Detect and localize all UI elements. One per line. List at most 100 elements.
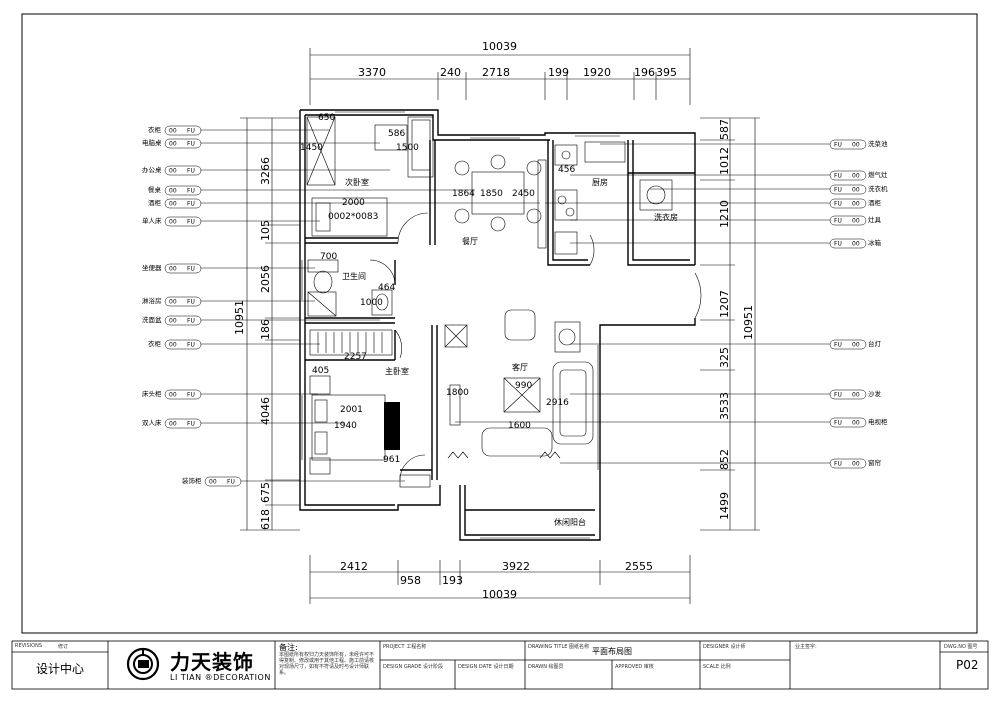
svg-text:00: 00 [209,479,217,486]
scale-label: SCALE 比例 [703,664,731,670]
svg-text:1000: 1000 [360,298,383,308]
right-dimension-lines [700,117,760,531]
dim-top-6: 196 [634,66,655,79]
dim-right-2: 1012 [718,147,731,175]
dim-top-1: 3370 [358,66,386,79]
svg-text:1600: 1600 [508,421,531,431]
svg-text:FU: FU [187,168,195,175]
svg-text:2916: 2916 [546,398,569,408]
svg-text:FU: FU [187,219,195,226]
svg-text:FU: FU [187,188,195,195]
svg-text:00: 00 [169,266,177,273]
svg-text:FU: FU [834,201,842,208]
svg-text:2001: 2001 [340,405,363,415]
svg-text:00: 00 [852,392,860,399]
dim-left-overall: 10951 [233,300,246,335]
svg-text:00: 00 [169,188,177,195]
svg-text:00: 00 [169,318,177,325]
dim-right-1: 587 [718,119,731,140]
drawing-title-label: DRAWING TITLE 图纸名称 [528,644,590,650]
right-callout-leaders [455,143,830,464]
revisions-value: 修订 [58,644,69,650]
room-bathroom: 卫生间 [342,271,366,281]
svg-text:FU: FU [834,342,842,349]
design-grade-label: DESIGN GRADE 设计阶段 [383,664,444,670]
svg-text:1500: 1500 [396,143,419,153]
title-block-frame [11,640,989,690]
furniture [306,116,673,488]
dim-right-overall: 10951 [742,305,755,340]
dim-right-4: 1207 [718,290,731,318]
svg-text:00: 00 [852,218,860,225]
callout-label: 淋浴房 [142,296,162,305]
svg-text:FU: FU [187,266,195,273]
svg-text:00: 00 [169,128,177,135]
callout-label: 电视柜 [868,417,888,426]
svg-text:FU: FU [834,420,842,427]
svg-text:00: 00 [169,421,177,428]
dim-bottom-small-2: 193 [442,574,463,587]
svg-text:FU: FU [187,128,195,135]
revisions-label: REVISIONS [15,643,43,649]
design-center: 设计中心 [36,662,85,676]
dim-bottom-3: 2555 [625,560,653,573]
callout-label: 台灯 [868,339,882,348]
callout-label: 沙发 [868,389,882,398]
owner-label: 业主签字: [795,644,817,650]
dim-top-4: 199 [548,66,569,79]
svg-text:700: 700 [320,252,337,262]
svg-text:FU: FU [187,342,195,349]
svg-text:1800: 1800 [446,388,469,398]
dim-bottom-small-1: 958 [400,574,421,587]
callout-label: 电脑桌 [142,138,162,147]
svg-text:1864: 1864 [452,189,475,199]
svg-text:00: 00 [169,141,177,148]
walls [299,109,696,541]
left-callouts: 衣柜 00 FU 电脑桌 00 FU 办公桌 00 FU 餐桌 00 FU 酒柜… [142,125,242,487]
svg-text:1450: 1450 [300,143,323,153]
dim-top-5: 1920 [583,66,611,79]
callout-label: 冰箱 [868,238,882,247]
svg-text:FU: FU [187,318,195,325]
svg-text:FU: FU [834,241,842,248]
door-swings [369,212,702,481]
svg-text:FU: FU [834,142,842,149]
dim-left-7: 618 [259,509,272,530]
callout-label: 装饰柜 [182,476,202,485]
dim-left-6: 675 [259,482,272,503]
dim-left-5: 4046 [259,397,272,425]
company-name-cn: 力天装饰 [170,650,254,674]
svg-text:00: 00 [852,241,860,248]
callout-label: 办公桌 [142,165,162,174]
dim-top-3: 2718 [482,66,510,79]
bed-headboard-block [384,402,400,450]
svg-text:00: 00 [852,342,860,349]
dim-bottom-1: 2412 [340,560,368,573]
dim-bottom-overall: 10039 [482,588,517,601]
callout-label: 双人床 [142,418,162,427]
callout-label: 餐桌 [148,185,162,194]
svg-text:2257: 2257 [344,352,367,362]
svg-text:650: 650 [318,113,335,123]
drawn-label: DRAWN 绘图员 [528,664,564,670]
room-master-bedroom: 主卧室 [385,366,409,376]
approved-label: APPROVED 审核 [615,664,654,670]
svg-text:00: 00 [852,461,860,468]
dwg-no-label: DWG.NO 图号 [944,644,978,650]
svg-text:405: 405 [312,366,329,376]
callout-label: 坐便器 [142,263,162,272]
svg-text:FU: FU [187,141,195,148]
svg-text:961: 961 [383,455,400,465]
callout-label: 燃气灶 [868,170,888,179]
svg-text:FU: FU [834,218,842,225]
callout-label: 床头柜 [142,389,162,398]
svg-text:2450: 2450 [512,189,535,199]
svg-text:0002*0083: 0002*0083 [328,212,378,222]
svg-text:FU: FU [834,187,842,194]
callout-label: 单人床 [142,216,162,225]
callout-label: 洗菜池 [868,139,888,148]
svg-text:990: 990 [515,381,532,391]
svg-text:FU: FU [227,479,235,486]
svg-text:00: 00 [169,201,177,208]
designer-label: DESIGNER 设计师 [703,644,746,650]
